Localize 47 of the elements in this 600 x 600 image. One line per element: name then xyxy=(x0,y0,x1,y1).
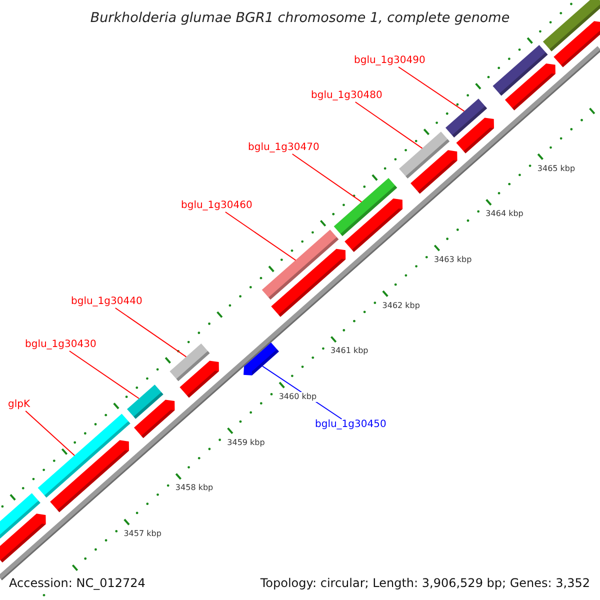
leader-line xyxy=(114,308,187,358)
position-label: 3465 kbp xyxy=(537,164,576,174)
gene-bar xyxy=(399,132,450,178)
position-label: 3461 kbp xyxy=(330,346,368,356)
gene-label: bglu_1g30450 xyxy=(315,419,386,431)
position-label: 3459 kbp xyxy=(227,438,265,448)
coding-sequence-block xyxy=(504,63,556,110)
gene-bar xyxy=(492,44,548,96)
position-label: 3458 kbp xyxy=(175,483,214,494)
gene-bar xyxy=(542,0,600,52)
gene-label: bglu_1g30460 xyxy=(181,200,252,212)
coding-sequence-block xyxy=(244,342,279,376)
gene-bar xyxy=(334,178,398,236)
gene-label: bglu_1g30440 xyxy=(71,296,142,308)
gene-label: bglu_1g30480 xyxy=(311,90,382,102)
coding-sequence-block xyxy=(456,118,494,154)
gene-bar xyxy=(262,230,339,300)
gene-label: bglu_1g30430 xyxy=(25,339,96,351)
position-label: 3457 kbp xyxy=(124,529,162,540)
gene-label: glpK xyxy=(8,399,30,411)
title: Burkholderia glumae BGR1 chromosome 1, complete genome xyxy=(90,9,510,28)
accession-text: Accession: NC_012724 xyxy=(9,574,146,592)
coding-sequence-block xyxy=(344,198,403,252)
gene-label: bglu_1g30490 xyxy=(354,55,426,67)
leader-line xyxy=(354,102,423,149)
coding-sequence-block xyxy=(134,400,175,438)
coding-sequence-block xyxy=(410,150,458,194)
leader-line xyxy=(224,212,296,261)
position-label: 3462 kbp xyxy=(382,300,420,311)
position-label: 3460 kbp xyxy=(278,392,317,402)
leader-line xyxy=(292,154,362,202)
leader-line xyxy=(25,410,76,456)
position-label: 3464 kbp xyxy=(486,209,524,220)
coding-sequence-block xyxy=(271,248,346,317)
coding-sequence-block xyxy=(50,440,130,512)
coding-sequence-block xyxy=(554,21,600,68)
gene-bar xyxy=(446,98,488,138)
coding-sequence-block xyxy=(0,514,46,563)
gene-bar xyxy=(0,493,40,539)
gene-bar xyxy=(127,384,164,419)
gene-bar xyxy=(170,344,210,382)
coding-sequence-block xyxy=(180,360,219,398)
position-label: 3463 kbp xyxy=(434,255,472,266)
gene-bar xyxy=(38,414,130,498)
gene-label: bglu_1g30470 xyxy=(248,142,320,154)
leader-line xyxy=(398,66,465,112)
leader-line xyxy=(68,350,140,400)
